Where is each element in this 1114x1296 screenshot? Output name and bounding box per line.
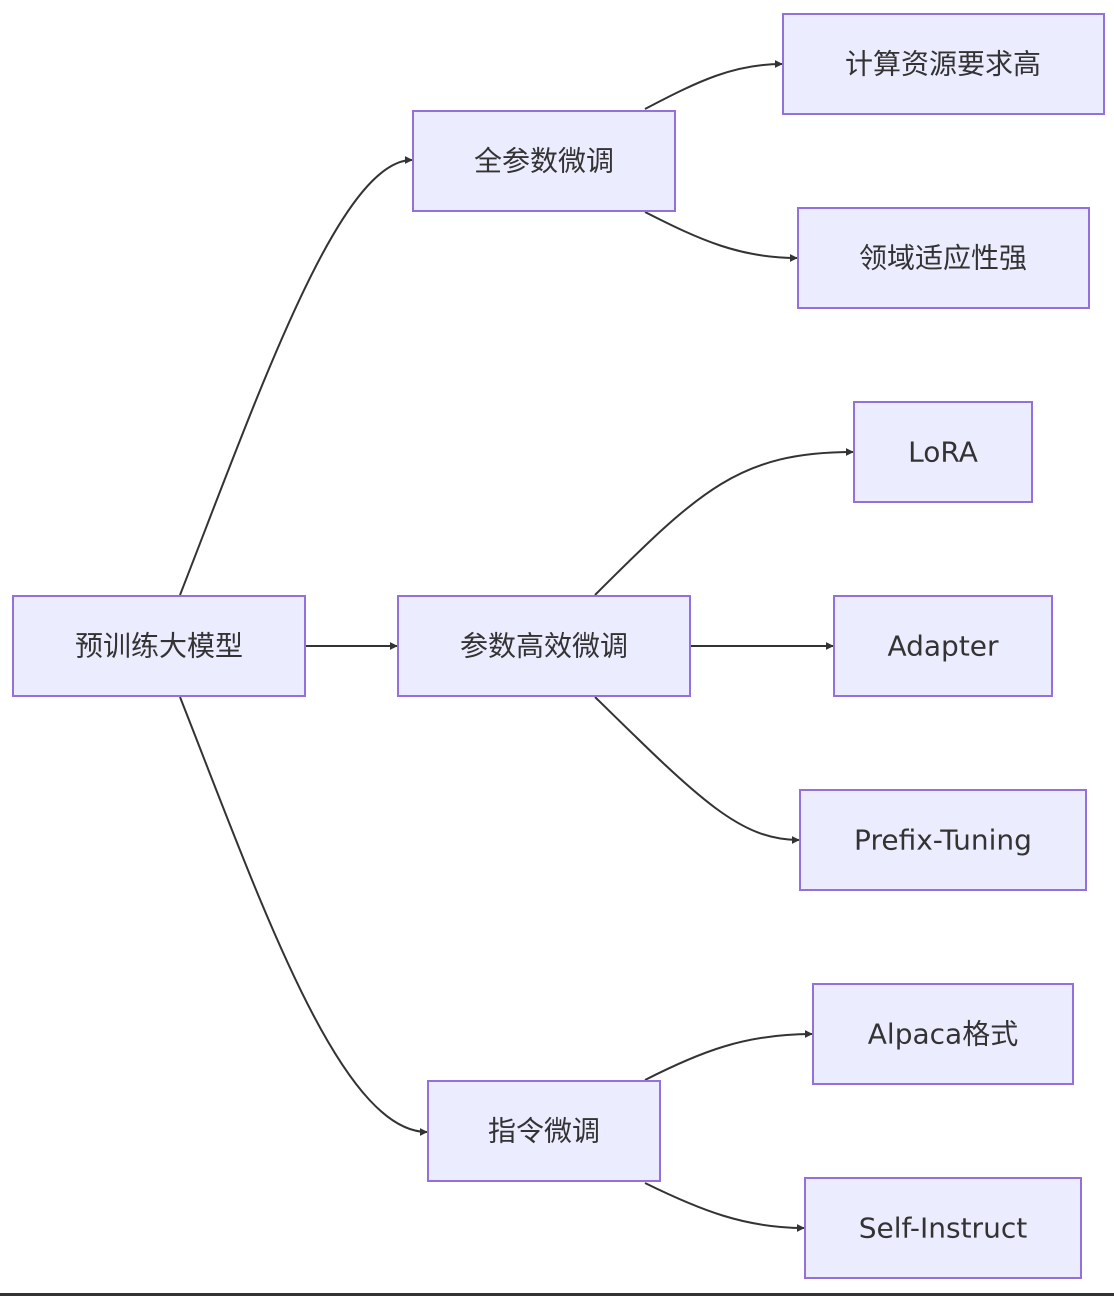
bottom-border — [0, 1293, 1114, 1296]
node-lora: LoRA — [853, 401, 1033, 503]
node-adapter: Adapter — [833, 595, 1053, 697]
node-instruct-label: 指令微调 — [488, 1115, 600, 1148]
node-adapter-label: Adapter — [887, 630, 999, 663]
node-self-instruct-label: Self-Instruct — [859, 1212, 1027, 1245]
edge-root-to-full-finetune — [179, 156, 413, 596]
node-lora-label: LoRA — [908, 436, 978, 469]
node-prefix-tuning-label: Prefix-Tuning — [854, 824, 1032, 857]
node-prefix-tuning: Prefix-Tuning — [799, 789, 1087, 891]
node-alpaca-label: Alpaca格式 — [868, 1018, 1018, 1051]
node-compute-high-label: 计算资源要求高 — [845, 48, 1041, 81]
edge-peft-to-lora — [594, 448, 854, 596]
node-full-finetune-label: 全参数微调 — [474, 145, 614, 178]
node-domain-adapt: 领域适应性强 — [797, 207, 1090, 309]
edge-root-to-instruct — [179, 696, 428, 1136]
node-alpaca: Alpaca格式 — [812, 983, 1074, 1085]
node-compute-high: 计算资源要求高 — [782, 13, 1105, 115]
edge-instruct-to-alpaca — [644, 1030, 813, 1081]
edges — [179, 60, 854, 1232]
edge-instruct-to-self-instruct — [644, 1182, 805, 1232]
node-root: 预训练大模型 — [12, 595, 306, 697]
edge-full-finetune-to-domain-adapt — [644, 211, 798, 262]
node-full-finetune: 全参数微调 — [412, 110, 676, 212]
node-peft-label: 参数高效微调 — [460, 630, 628, 663]
edge-full-finetune-to-compute-high — [644, 60, 783, 110]
node-peft: 参数高效微调 — [397, 595, 691, 697]
node-root-label: 预训练大模型 — [75, 630, 243, 663]
node-instruct: 指令微调 — [427, 1080, 661, 1182]
node-domain-adapt-label: 领域适应性强 — [859, 242, 1027, 275]
edge-peft-to-prefix-tuning — [594, 696, 800, 844]
node-self-instruct: Self-Instruct — [804, 1177, 1082, 1279]
